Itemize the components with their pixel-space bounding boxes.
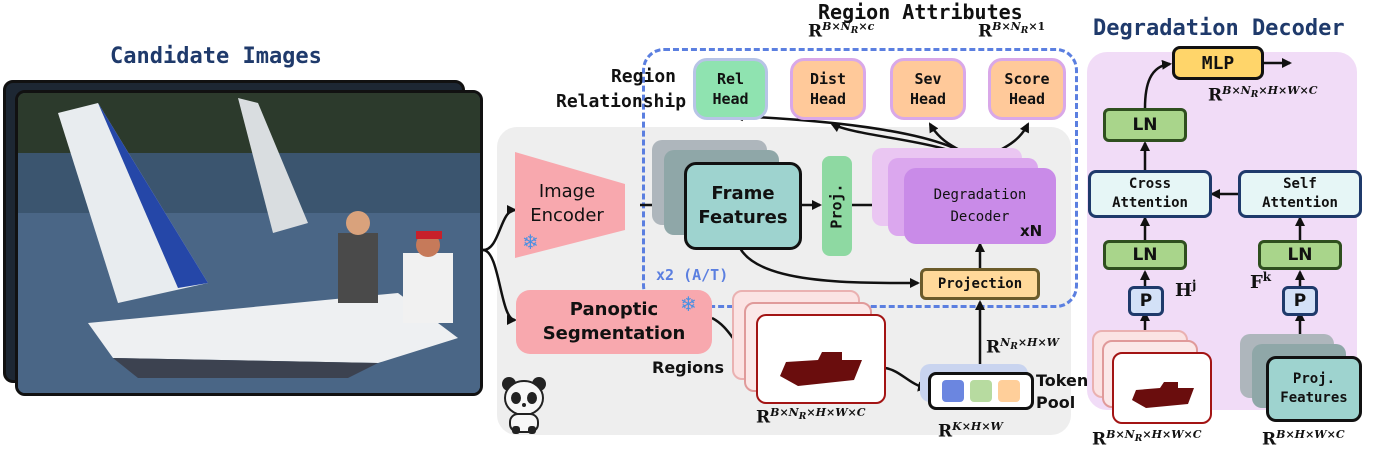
rel-head-line2: Head: [712, 90, 749, 108]
masks-shape: RNR×H×W: [986, 336, 1060, 358]
p-label: P: [1139, 291, 1153, 311]
h-label: Hj: [1175, 278, 1197, 301]
token-blue: [942, 380, 964, 402]
projection-box: Projection: [920, 268, 1040, 300]
region-mask-front: [756, 314, 886, 404]
degradation-decoder-line2: Decoder: [950, 209, 1010, 225]
score-head-line1: Score: [1004, 70, 1050, 88]
region-relationship-label: Region Relationship: [556, 64, 687, 114]
frame-features-line1: Frame: [711, 183, 775, 204]
proj-features-line1: Proj.: [1292, 371, 1336, 387]
ln-label: LN: [1132, 115, 1158, 135]
projection-label: Projection: [937, 276, 1023, 292]
sailboat-photo: [18, 93, 480, 393]
image-encoder-line1: Image: [538, 181, 596, 202]
image-encoder-line2: Encoder: [530, 205, 604, 226]
ln-box-left: LN: [1103, 240, 1187, 270]
f-label: Fk: [1250, 270, 1272, 293]
self-attention-line1: Self: [1283, 176, 1317, 192]
mlp-box: MLP: [1172, 46, 1264, 80]
token-pool-line2: Pool: [1036, 393, 1076, 412]
p-label: P: [1293, 291, 1307, 311]
image-encoder-shape: [515, 152, 625, 258]
panoptic-line1: Panoptic: [569, 299, 659, 320]
token-pool-shape: RK×H×W: [938, 420, 1003, 442]
token-pool-line1: Token: [1036, 371, 1089, 390]
region-relationship-line2: Relationship: [556, 91, 687, 112]
repeat-note: x2 (A/T): [656, 266, 729, 284]
candidate-images-title: Candidate Images: [110, 44, 322, 69]
snowflake-icon: ❄: [522, 230, 539, 254]
decoder-repeat-label: xN: [1020, 222, 1043, 240]
cross-attention-line2: Attention: [1112, 195, 1188, 211]
boat-mask-icon: [780, 352, 862, 386]
frame-features-line2: Features: [698, 207, 788, 228]
candidate-image-front: [15, 90, 483, 396]
sev-head-line1: Sev: [914, 70, 942, 88]
proj-box: Proj.: [822, 156, 852, 256]
region-attributes-title: Region Attributes: [818, 0, 1023, 24]
dist-head-line2: Head: [809, 90, 847, 108]
decoder-right-shape: RB×H×W×C: [1262, 428, 1345, 450]
panoptic-line2: Segmentation: [542, 323, 686, 344]
degradation-decoder-line1: Degradation: [933, 187, 1027, 203]
p-box-right: P: [1282, 286, 1318, 316]
proj-features-line2: Features: [1280, 390, 1348, 406]
cross-attention-line1: Cross: [1128, 176, 1172, 192]
ln-label: LN: [1132, 245, 1158, 265]
rel-head-line1: Rel: [716, 70, 745, 88]
boat-mask-icon: [1132, 382, 1194, 408]
token-orange: [998, 380, 1020, 402]
degradation-decoder-title: Degradation Decoder: [1093, 16, 1345, 41]
token-pool-box: [928, 372, 1034, 410]
region-relationship-line1: Region: [610, 66, 676, 87]
region-attr-shape-left: RB×NR×c: [808, 20, 875, 42]
score-head-line2: Head: [1008, 90, 1046, 108]
token-green: [970, 380, 992, 402]
ln-box-top: LN: [1103, 108, 1187, 142]
regions-label: Regions: [652, 358, 725, 377]
panda-icon: [498, 374, 550, 440]
sev-head-line2: Head: [909, 90, 947, 108]
snowflake-icon: ❄: [680, 292, 697, 316]
dist-head-line1: Dist: [809, 70, 847, 88]
ln-label: LN: [1287, 245, 1313, 265]
proj-features-box: Proj. Features: [1266, 356, 1362, 422]
self-attention-line2: Attention: [1262, 195, 1338, 211]
ln-box-right: LN: [1258, 240, 1342, 270]
p-box-left: P: [1128, 286, 1164, 316]
regions-shape: RB×NR×H×W×C: [756, 406, 866, 428]
mlp-shape: RB×NR×H×W×C: [1208, 84, 1318, 106]
token-pool-label: Token Pool: [1036, 370, 1088, 414]
decoder-mask-front: [1112, 352, 1212, 424]
region-attr-shape-right: RB×NR×1: [978, 20, 1046, 42]
mlp-label: MLP: [1201, 52, 1235, 74]
image-encoder-label: Image Encoder: [522, 180, 612, 228]
proj-label: Proj.: [828, 183, 846, 229]
decoder-left-shape: RB×NR×H×W×C: [1092, 428, 1202, 450]
